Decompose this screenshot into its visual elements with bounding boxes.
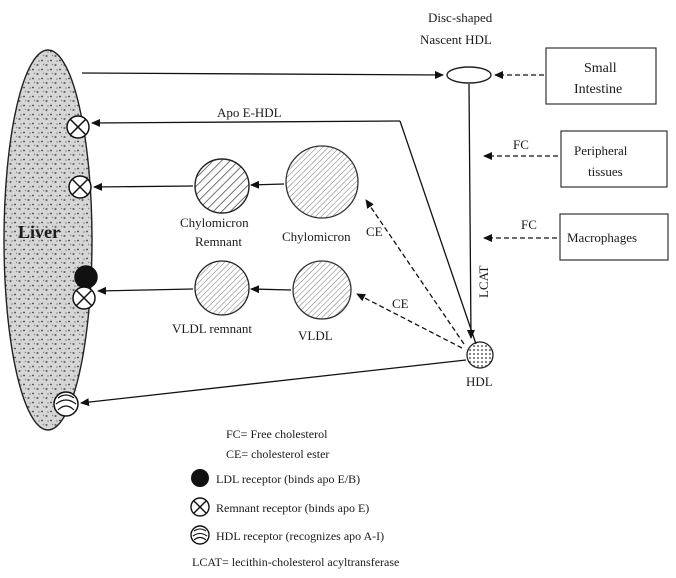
liver: Liver bbox=[4, 50, 92, 430]
arrow-ce-top bbox=[366, 200, 464, 344]
vldl-remnant-label: VLDL remnant bbox=[172, 321, 252, 336]
chylomicron-remnant-particle: Chylomicron Remnant bbox=[180, 159, 249, 249]
hdl-receptor bbox=[54, 392, 78, 416]
chylomicron-remnant-label-line2: Remnant bbox=[195, 234, 242, 249]
ce-top-label: CE bbox=[366, 224, 383, 239]
hdl-label: HDL bbox=[466, 374, 493, 389]
nascent-hdl-label-line1: Disc-shaped bbox=[428, 10, 493, 25]
arrow-vldl-remnant-to-liver bbox=[98, 289, 193, 291]
remnant-receptor-lower bbox=[73, 287, 95, 309]
legend-ldl: LDL receptor (binds apo E/B) bbox=[216, 472, 360, 486]
legend-lcat: LCAT= lecithin-cholesterol acyltransfera… bbox=[192, 555, 399, 569]
arrow-apo-e-hdl bbox=[92, 121, 400, 123]
legend-ce: CE= cholesterol ester bbox=[226, 447, 329, 461]
arrow-vldl-to-remnant bbox=[251, 289, 291, 290]
small-intestine-line2: Intestine bbox=[574, 82, 622, 97]
legend-ldl-icon bbox=[191, 469, 209, 487]
small-intestine-box: Small Intestine bbox=[546, 48, 656, 104]
arrow-hdl-to-liver bbox=[81, 360, 466, 403]
ce-bottom-label: CE bbox=[392, 296, 409, 311]
legend: FC= Free cholesterol CE= cholesterol est… bbox=[191, 427, 399, 569]
nascent-hdl-label-line2: Nascent HDL bbox=[420, 32, 492, 47]
arrow-chylo-remnant-to-liver bbox=[94, 186, 193, 187]
fc-bottom-label: FC bbox=[521, 217, 537, 232]
arrow-apo-e-hdl-diagonal bbox=[400, 121, 476, 344]
legend-remnant-icon bbox=[191, 498, 209, 516]
fc-top-label: FC bbox=[513, 137, 529, 152]
macrophages-box: Macrophages bbox=[560, 214, 668, 260]
chylomicron-particle: Chylomicron bbox=[282, 146, 358, 244]
apo-e-hdl-label: Apo E-HDL bbox=[217, 105, 282, 120]
liver-label: Liver bbox=[18, 222, 60, 242]
remnant-receptor-top bbox=[67, 116, 89, 138]
peripheral-line1: Peripheral bbox=[574, 143, 628, 158]
ldl-receptor bbox=[75, 266, 97, 288]
macrophages-label: Macrophages bbox=[567, 230, 637, 245]
lcat-label: LCAT bbox=[476, 265, 491, 298]
small-intestine-line1: Small bbox=[584, 61, 617, 76]
legend-hdl: HDL receptor (recognizes apo A-I) bbox=[216, 529, 384, 543]
vldl-particle: VLDL bbox=[293, 261, 351, 343]
chylomicron-label: Chylomicron bbox=[282, 229, 351, 244]
legend-remnant: Remnant receptor (binds apo E) bbox=[216, 501, 369, 515]
arrow-ce-bottom bbox=[357, 294, 462, 348]
vldl-remnant-particle: VLDL remnant bbox=[172, 261, 252, 336]
legend-hdl-icon bbox=[191, 526, 209, 544]
hdl-particle: HDL bbox=[466, 342, 493, 389]
chylomicron-remnant-label-line1: Chylomicron bbox=[180, 215, 249, 230]
nascent-hdl: Disc-shaped Nascent HDL bbox=[420, 10, 493, 83]
arrow-liver-to-nascent-hdl bbox=[82, 73, 443, 75]
remnant-receptor-middle bbox=[69, 176, 91, 198]
peripheral-tissues-box: Peripheral tissues bbox=[561, 131, 667, 187]
arrow-nascent-to-hdl bbox=[469, 84, 471, 338]
peripheral-line2: tissues bbox=[588, 164, 623, 179]
arrow-chylomicron-to-remnant bbox=[251, 184, 284, 185]
legend-fc: FC= Free cholesterol bbox=[226, 427, 328, 441]
vldl-label: VLDL bbox=[298, 328, 333, 343]
